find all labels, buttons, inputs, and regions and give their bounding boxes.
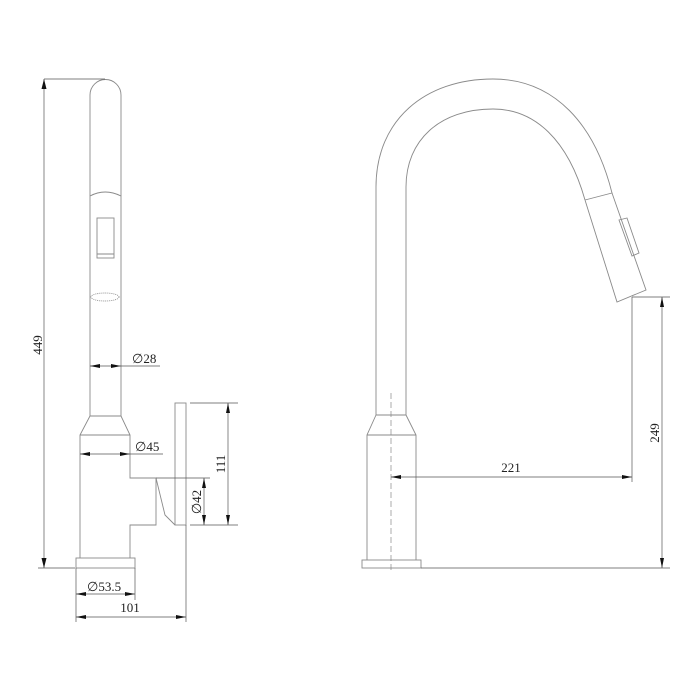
front-base [361,559,422,569]
spray-button [96,217,115,259]
base [75,557,136,569]
dim-101: 101 [76,525,187,622]
pull-down-head [584,192,647,303]
dim-label-449: 449 [30,335,45,355]
aerator [90,292,120,302]
dim-45: ∅45 [80,439,163,456]
dim-label-45: ∅45 [135,439,159,454]
gooseneck-outer [375,78,613,415]
handle-lever [174,402,187,526]
dim-111: 111 [190,402,238,526]
dim-label-249: 249 [647,423,662,443]
spout-tube [89,79,122,416]
dim-label-101: 101 [120,600,140,615]
handle-detail [155,477,176,526]
gooseneck-inner [405,108,586,415]
side-view: 449 ∅28 ∅45 ∅42 111 ∅53.5 [30,78,238,622]
dim-label-53-5: ∅53.5 [87,579,121,594]
dim-label-28: ∅28 [132,351,156,366]
dim-label-111: 111 [213,455,228,474]
front-body [366,414,417,560]
dim-221: 221 [391,297,633,482]
spray-head-ring [89,191,122,197]
front-view: 221 249 [361,78,670,570]
dim-42: ∅42 [156,477,210,525]
dim-label-221: 221 [501,460,521,475]
dim-label-42: ∅42 [189,490,204,514]
dim-53-5: ∅53.5 [75,568,136,622]
dim-28: ∅28 [90,351,160,368]
head-button [618,217,640,257]
dim-249: 249 [421,296,670,569]
dim-449: 449 [30,78,105,569]
body [79,415,157,558]
